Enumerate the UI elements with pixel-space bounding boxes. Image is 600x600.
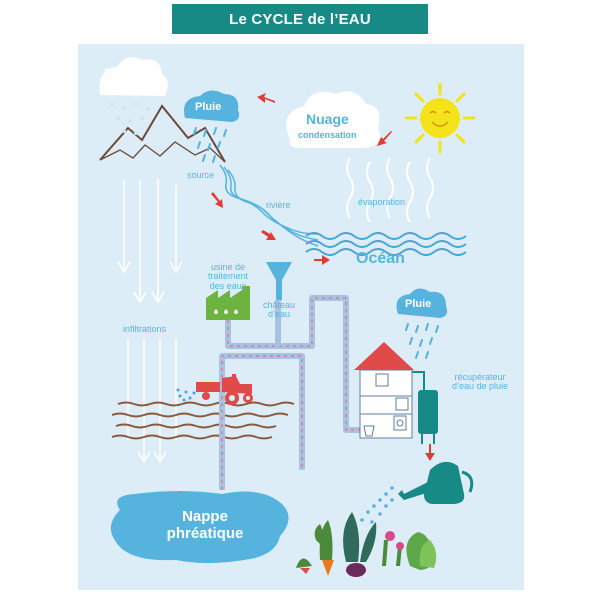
label-neige: Neige [104,65,143,81]
label-nappe-line1: Nappe [182,508,228,525]
arrow-source [211,192,223,208]
label-pluie-top: Pluie [195,101,222,113]
label-nappe-line2: phréatique [166,525,244,543]
arrow-river [261,230,276,240]
sun-icon [404,82,476,154]
factory-icon [206,286,250,320]
label-usine-line1: usine de [210,262,246,272]
label-recuperateur: récupérateur d’eau de pluie [440,372,520,392]
infiltration-arrows [117,178,183,464]
label-condensation: condensation [298,130,357,140]
title-banner: Le CYCLE de l’EAU [172,4,428,34]
page-title: Le CYCLE de l’EAU [229,10,371,28]
label-ocean: Océan [356,250,405,267]
label-pluie-house: Pluie [405,298,432,310]
label-usine-line3: des eaux [209,280,247,291]
arrow-evap-to-cloud [377,131,392,146]
rain-cloud-icon [184,90,240,163]
label-recuperateur-line1: récupérateur [454,372,506,382]
field-soil [111,401,295,440]
arrow-cloud-to-rain [257,93,275,103]
water-tower-icon [266,262,292,300]
label-recuperateur-line2: d’eau de pluie [451,381,509,392]
label-infiltrations: infiltrations [123,324,167,334]
flow-arrows [211,93,435,461]
watering-can-icon [360,461,474,524]
river [219,164,319,247]
mountain [99,104,226,163]
label-chateau-line1: château [262,300,296,310]
rain-cloud-house-icon [396,288,448,359]
arrow-ocean [314,255,330,265]
ocean-waves [305,232,467,256]
label-source: source [187,170,215,180]
groundwater-pond [110,491,289,563]
label-riviere: rivière [266,200,291,210]
evaporation-lines [346,157,434,223]
label-usine: usine de traitement des eaux [196,262,260,291]
label-usine-line2: traitement [207,271,249,282]
house-icon [354,342,425,439]
label-evaporation: évaporation [358,197,406,207]
label-nuage: Nuage [306,111,349,127]
snow-cloud-icon [99,57,168,135]
tractor-icon [176,374,253,405]
vegetables-icon [296,512,437,577]
arrow-down-can [425,444,435,461]
rain-tank-icon [418,390,438,444]
nuage-cloud-icon [286,91,381,148]
label-chateau: château d’eau [254,300,304,320]
label-chateau-line2: d’eau [267,309,291,320]
label-nappe: Nappe phréatique [150,508,260,543]
water-pipes [219,295,360,490]
